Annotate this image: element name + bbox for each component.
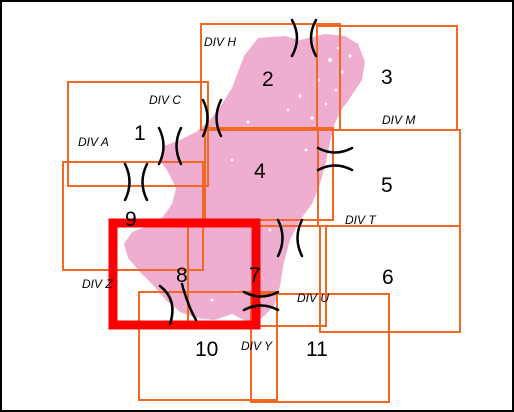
division-label-u: DIV U (297, 291, 329, 305)
division-label-h: DIV H (204, 35, 236, 49)
highlighted-sheet-8[interactable] (108, 218, 261, 330)
land-shape (124, 34, 365, 322)
land-mass (124, 34, 365, 322)
boundary-mark (123, 162, 149, 202)
sheet-1-outline (67, 81, 209, 187)
sheet-10-outline (138, 291, 278, 401)
sheet-number-8: 8 (176, 264, 188, 287)
sheet-number-11: 11 (306, 338, 328, 361)
division-label-a: DIV A (78, 135, 109, 149)
boundary-mark (157, 126, 183, 166)
boundary-mark (242, 290, 280, 312)
division-label-y: DIV Y (241, 339, 273, 353)
division-label-z: DIV Z (82, 277, 113, 291)
sheet-number-1: 1 (134, 122, 146, 145)
boundary-mark (316, 146, 354, 172)
sheet-number-3: 3 (381, 66, 393, 89)
sheet-9-outline (62, 161, 204, 271)
boundary-mark (290, 18, 318, 58)
boundary-mark (276, 218, 304, 258)
sheet-4-outline (204, 127, 334, 221)
sheet-number-10: 10 (195, 338, 218, 361)
division-boundary-marks (123, 18, 354, 326)
division-label-m: DIV M (382, 113, 415, 127)
sheet-number-9: 9 (125, 208, 137, 231)
sheet-grid (62, 23, 461, 403)
division-label-c: DIV C (149, 93, 181, 107)
division-label-t: DIV T (345, 213, 377, 227)
sheet-number-6: 6 (382, 266, 394, 289)
sheet-number-7: 7 (249, 264, 261, 287)
boundary-mark (201, 98, 223, 138)
sheet-2-outline (200, 23, 341, 131)
division-labels: DIV H DIV C DIV M DIV A DIV T DIV Z DIV … (78, 35, 415, 353)
sheet-number-5: 5 (381, 174, 393, 197)
sheet-11-outline (250, 293, 390, 403)
sheet-numbers: 1 2 3 4 5 6 7 8 9 10 11 (125, 66, 394, 361)
sheet-number-2: 2 (262, 68, 274, 91)
boundary-mark (158, 282, 198, 326)
sheet-number-4: 4 (254, 160, 266, 183)
